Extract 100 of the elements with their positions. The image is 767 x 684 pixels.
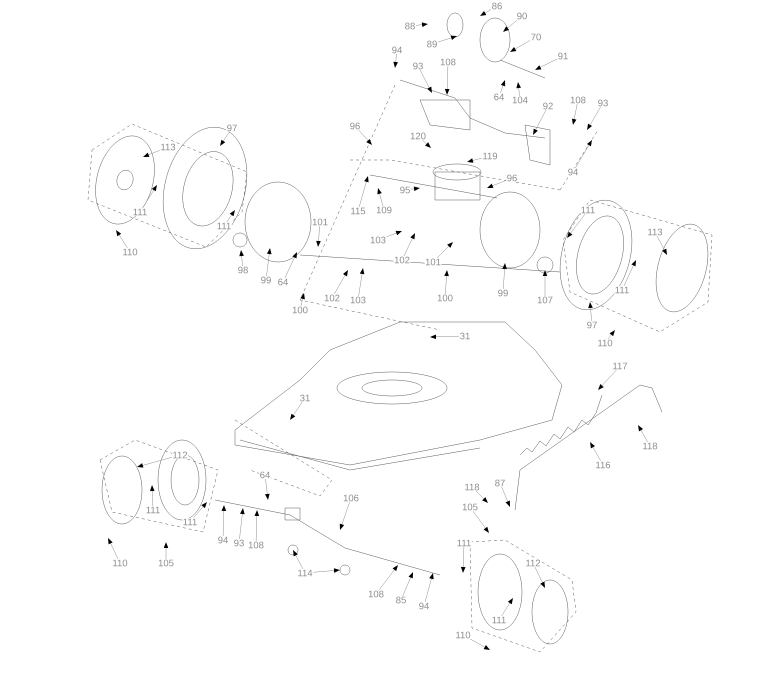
leader-line (638, 425, 648, 442)
callout-number: 111 (491, 616, 507, 624)
callout-number: 103 (370, 236, 386, 244)
callout-number: 114 (296, 569, 314, 577)
leader-line (444, 270, 449, 294)
leader-line (587, 106, 601, 130)
callout-number: 64 (493, 93, 505, 101)
callout-number: 88 (404, 22, 416, 30)
leader-line (150, 485, 154, 506)
callout-number: 111 (145, 506, 161, 514)
leader-line (461, 546, 466, 573)
leader-line (137, 457, 172, 468)
callout-number: 111 (132, 208, 148, 216)
callout-number: 119 (482, 152, 498, 160)
leader-line (222, 505, 226, 536)
callout-number: 94 (217, 536, 229, 544)
callout-number: 91 (557, 52, 569, 60)
callout-number: 115 (350, 207, 366, 215)
leader-line (501, 486, 510, 507)
leader-line (358, 176, 369, 208)
callout-number: 107 (536, 296, 554, 304)
leader-line (567, 214, 586, 238)
callout-number: 111 (614, 286, 630, 294)
leader-line (164, 542, 168, 560)
leader-line (420, 70, 432, 93)
leader-line (624, 260, 636, 286)
leader-line (472, 510, 489, 533)
leader-line (503, 20, 518, 32)
leader-line (487, 180, 506, 188)
callout-number: 100 (436, 294, 454, 302)
leader-line (535, 58, 558, 70)
leader-line (575, 140, 592, 168)
leader-line (358, 130, 372, 145)
callout-number: 90 (516, 12, 528, 20)
callout-number: 111 (580, 206, 596, 214)
leader-line (500, 80, 506, 94)
leader-line (534, 566, 545, 588)
callout-number: 110 (112, 559, 128, 567)
leader-line (226, 210, 235, 222)
callout-number: 103 (350, 296, 366, 304)
leader-line (656, 236, 667, 255)
callout-number: 96 (506, 174, 518, 182)
callout-number: 93 (597, 99, 609, 107)
callout-number: 109 (376, 206, 392, 214)
callout-number: 118 (464, 483, 480, 491)
callout-number: 70 (530, 33, 542, 41)
callout-number: 87 (494, 479, 506, 487)
callout-number: 117 (612, 362, 628, 370)
leader-line (404, 233, 415, 256)
leader-line (510, 40, 530, 52)
leader-line (402, 572, 413, 596)
callout-number: 113 (160, 143, 176, 151)
leader-line (142, 185, 157, 208)
callout-number: 106 (342, 494, 360, 502)
callout-number: 110 (122, 248, 138, 256)
leader-line (334, 270, 348, 294)
leader-line (430, 334, 460, 340)
callout-number: 93 (233, 539, 245, 547)
callout-number: 97 (226, 124, 238, 132)
leader-line (108, 538, 118, 560)
callout-number: 105 (462, 503, 478, 511)
callout-number: 102 (324, 294, 340, 302)
leader-line (290, 402, 302, 420)
callout-number: 101 (312, 218, 328, 226)
leader-line (377, 188, 384, 206)
leader-line (598, 370, 617, 390)
callout-number: 31 (459, 332, 471, 340)
leader-line (265, 478, 270, 500)
leader-line (501, 598, 513, 616)
callout-number: 64 (259, 471, 271, 479)
callout-number: 96 (349, 122, 361, 130)
leader-line (393, 54, 398, 68)
leader-line (293, 550, 304, 570)
callout-number: 108 (570, 96, 586, 104)
leader-line (239, 508, 245, 540)
callout-number: 108 (440, 58, 456, 66)
leader-line (590, 442, 601, 462)
leader-line (438, 36, 457, 42)
leader-line (502, 263, 507, 290)
leader-line (444, 66, 450, 95)
leader-line (193, 502, 207, 518)
callout-number: 94 (567, 168, 579, 176)
callout-number: 86 (491, 2, 503, 10)
callout-number: 99 (497, 289, 509, 297)
leader-line (588, 302, 593, 322)
callout-number: 112 (524, 559, 542, 567)
leader-line (416, 22, 428, 27)
leader-line (254, 510, 260, 542)
leader-line (516, 82, 521, 96)
leader-line (572, 104, 578, 125)
callout-number: 110 (596, 339, 614, 347)
leader-line (608, 330, 615, 340)
leader-line (480, 9, 492, 16)
callout-number: 108 (368, 590, 384, 598)
leader-line (422, 140, 431, 148)
leader-line (143, 150, 160, 157)
callout-number: 116 (594, 461, 612, 469)
callout-number: 94 (391, 46, 403, 54)
leader-line (358, 268, 364, 296)
leader-line (220, 132, 230, 146)
